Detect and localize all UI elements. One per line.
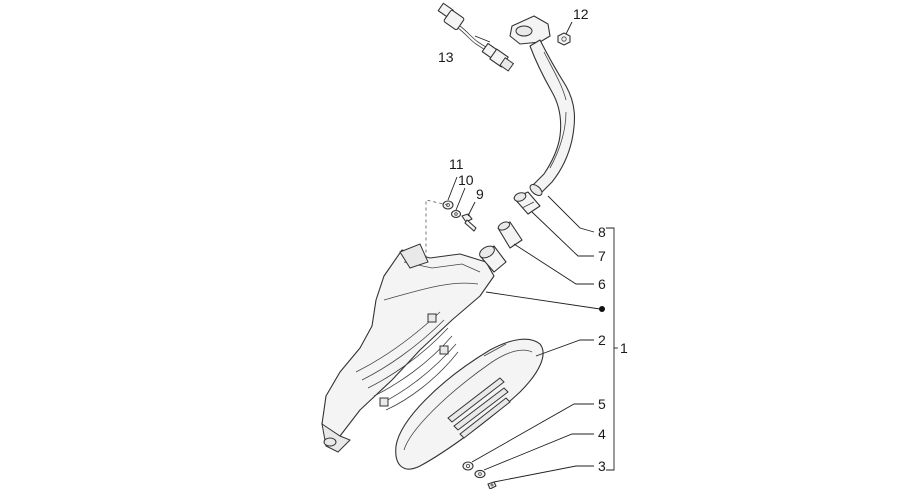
heat-shield-part bbox=[395, 338, 544, 470]
callout-1: 1 bbox=[620, 340, 628, 356]
leader-lines bbox=[447, 21, 618, 483]
callout-5: 5 bbox=[598, 396, 606, 412]
callout-10: 10 bbox=[458, 172, 474, 188]
callout-8: 8 bbox=[598, 224, 606, 240]
callout-11: 11 bbox=[449, 156, 464, 172]
flange-nut-part bbox=[557, 32, 571, 46]
oxygen-sensor-part bbox=[437, 2, 515, 72]
pipe-clamp-part bbox=[513, 191, 541, 215]
callout-12: 12 bbox=[573, 6, 589, 22]
callout-9: 9 bbox=[476, 186, 484, 202]
shield-screw-part bbox=[487, 481, 497, 489]
callout-2: 2 bbox=[598, 332, 606, 348]
assembly-dash-line bbox=[425, 199, 449, 256]
washer-small-part bbox=[450, 209, 462, 219]
callout-6: 6 bbox=[598, 276, 606, 292]
assembly-dot bbox=[599, 306, 605, 312]
callout-4: 4 bbox=[598, 426, 606, 442]
exhaust-manifold-pipe-part bbox=[509, 15, 576, 196]
callout-7: 7 bbox=[598, 248, 606, 264]
mounting-bolt-part bbox=[461, 213, 477, 232]
callout-3: 3 bbox=[598, 458, 606, 474]
shield-washer-part bbox=[474, 469, 486, 479]
gasket-sleeve-part bbox=[497, 221, 523, 249]
shield-grommet-part bbox=[462, 461, 474, 471]
muffler-body-part bbox=[321, 243, 507, 453]
callout-13: 13 bbox=[438, 49, 454, 65]
